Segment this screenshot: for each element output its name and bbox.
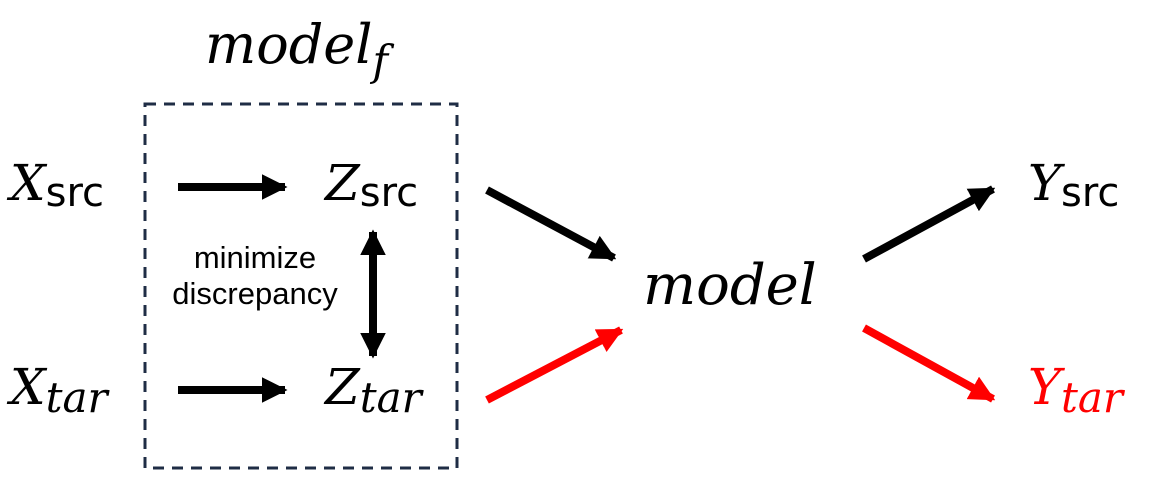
discrepancy-line-2: discrepancy — [172, 275, 338, 311]
arrow-ztar-to-model — [485, 326, 624, 404]
label-y-tar-sub: tar — [1061, 373, 1124, 422]
discrepancy-line-1: minimize — [193, 240, 317, 275]
label-model-f: modelf — [205, 18, 388, 82]
label-y-src-main: Y — [1028, 154, 1062, 212]
discrepancy-label: minimize discrepancy — [148, 240, 362, 311]
label-x-tar-main: X — [10, 358, 46, 416]
label-model-f-sub: f — [372, 36, 389, 85]
arrow-model-to-ytar — [862, 324, 996, 403]
label-model-main: model — [643, 253, 817, 318]
label-y-src: Ysrc — [1028, 158, 1119, 213]
label-z-src: Zsrc — [325, 158, 418, 213]
label-z-tar-main: Z — [325, 358, 360, 416]
label-x-src-main: X — [10, 154, 46, 212]
label-z-tar: Ztar — [325, 362, 422, 419]
label-model-f-main: model — [205, 13, 373, 76]
encoder-box — [143, 102, 459, 470]
label-z-tar-sub: tar — [359, 373, 422, 422]
arrow-model-to-ysrc — [862, 185, 996, 263]
label-x-tar-sub: tar — [45, 373, 108, 422]
label-x-src-sub: src — [45, 170, 105, 216]
label-y-src-sub: src — [1061, 170, 1120, 216]
arrow-zsrc-to-model — [485, 186, 617, 262]
label-z-src-sub: src — [359, 170, 419, 216]
label-x-tar: Xtar — [10, 362, 108, 419]
label-x-src: Xsrc — [10, 158, 104, 213]
label-y-tar-main: Y — [1028, 358, 1062, 416]
label-z-src-main: Z — [325, 154, 360, 212]
label-model: model — [643, 258, 817, 314]
label-y-tar: Ytar — [1028, 362, 1123, 419]
